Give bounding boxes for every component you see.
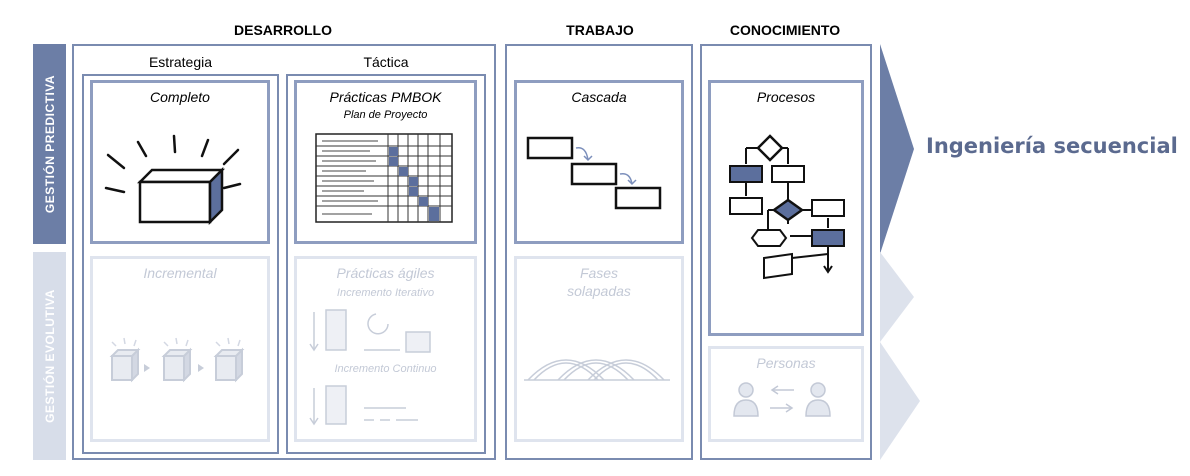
card-pmbok-title: Prácticas PMBOK xyxy=(329,89,442,105)
card-personas: Personas xyxy=(708,346,864,442)
row-label-evolutiva: GESTIÓN EVOLUTIVA xyxy=(42,289,57,423)
header-desarrollo: DESARROLLO xyxy=(234,22,332,38)
card-cascada: Cascada xyxy=(514,80,684,244)
card-cascada-title: Cascada xyxy=(571,89,627,105)
overlapping-arcs-icon xyxy=(524,359,670,381)
card-fases-line2: solapadas xyxy=(567,283,631,299)
card-procesos: Procesos xyxy=(708,80,864,336)
trabajo-column xyxy=(505,44,693,460)
incremental-boxes-icon xyxy=(109,337,245,383)
card-agiles-continuo: Incremento Continuo xyxy=(334,363,437,375)
evolutive-arrow-lower xyxy=(880,342,920,460)
row-label-predictiva: GESTIÓN PREDICTIVA xyxy=(42,74,57,214)
agile-increments-icon xyxy=(309,309,431,426)
header-trabajo: TRABAJO xyxy=(566,22,634,38)
estrategia-column: Estrategia xyxy=(82,54,279,454)
subheader-tactica: Táctica xyxy=(363,54,409,70)
card-personas-title: Personas xyxy=(756,355,816,371)
card-incremental-title: Incremental xyxy=(143,265,217,281)
people-exchange-icon xyxy=(733,382,831,417)
flowchart-icon xyxy=(729,134,845,280)
card-fases: Fases solapadas xyxy=(514,256,684,442)
card-pmbok: Prácticas PMBOK Plan de Proyecto xyxy=(294,80,477,244)
desarrollo-column xyxy=(72,44,496,460)
card-completo: Completo xyxy=(90,80,270,244)
tactica-column: Táctica xyxy=(286,54,486,454)
card-agiles: Prácticas ágiles Incremento Iterativo In… xyxy=(294,256,477,442)
subheader-estrategia: Estrategia xyxy=(148,54,213,70)
header-conocimiento: CONOCIMIENTO xyxy=(729,22,841,38)
row-band-predictiva: GESTIÓN PREDICTIVA xyxy=(33,44,66,244)
ingenieria-secuencial-label: Ingeniería secuencial xyxy=(926,134,1178,158)
conocimiento-column xyxy=(700,44,872,460)
evolutive-arrow-upper xyxy=(880,252,914,342)
card-agiles-title: Prácticas ágiles xyxy=(336,265,435,281)
card-procesos-title: Procesos xyxy=(756,89,816,105)
card-fases-line1: Fases xyxy=(579,265,619,281)
cascade-icon xyxy=(526,136,662,210)
card-incremental: Incremental xyxy=(90,256,270,442)
card-pmbok-subtitle: Plan de Proyecto xyxy=(343,109,428,121)
gantt-table-icon xyxy=(315,133,453,223)
card-agiles-iterativo: Incremento Iterativo xyxy=(336,287,435,299)
row-band-evolutiva: GESTIÓN EVOLUTIVA xyxy=(33,252,66,460)
card-completo-title: Completo xyxy=(150,89,210,105)
box-burst-icon xyxy=(104,134,242,226)
predictive-arrow xyxy=(880,44,914,254)
